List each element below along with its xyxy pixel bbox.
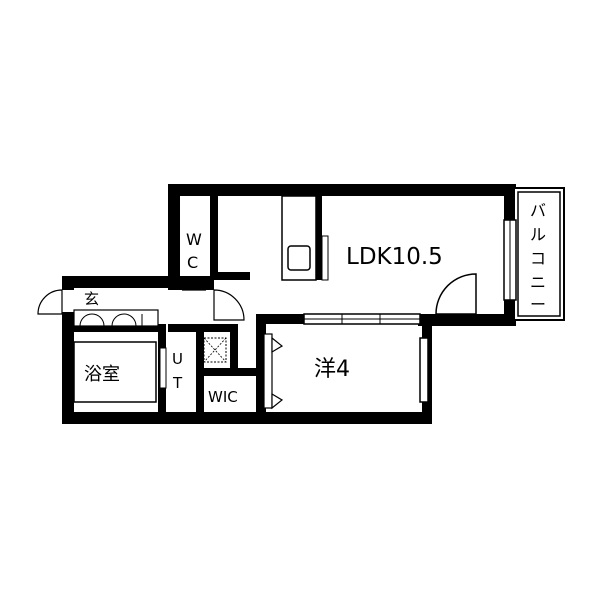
ldk-bedroom-sliding [303, 313, 421, 325]
balcony-char-4: ニ [530, 273, 546, 292]
wall-bottom [62, 412, 432, 424]
ut-door [159, 347, 167, 389]
sink [287, 245, 311, 271]
balcony-char-1: バ [530, 201, 546, 220]
bath-label: 浴室 [84, 364, 120, 385]
hall-door [213, 289, 245, 321]
balcony [503, 187, 565, 321]
bedroom-label: 洋4 [314, 357, 350, 382]
balcony-label: バ ル コ ニ ー [530, 201, 546, 314]
ut-label-top: U [172, 350, 183, 368]
counter-divider [316, 196, 322, 280]
ldk-label: LDK10.5 [346, 244, 443, 270]
wall-ut-wic [196, 332, 204, 372]
wall-entrance-left-a [62, 276, 74, 290]
ut-label-bottom: T [172, 374, 183, 392]
wall-bedroom-top [256, 314, 308, 324]
ldk-door [435, 273, 477, 315]
shoe-cabinet [73, 309, 159, 327]
wall-wc-bottom [180, 286, 214, 290]
bath-room [73, 341, 157, 403]
wall-hall-jamb [230, 324, 238, 368]
wc-label-top: W [186, 230, 202, 249]
wall-hall-ut [168, 324, 232, 332]
bedroom-closet-door [263, 333, 284, 410]
balcony-char-2: ル [530, 225, 546, 244]
wc-label-bottom: C [187, 253, 198, 272]
wall-entrance-top [62, 276, 180, 288]
wall-left-upper [168, 184, 180, 288]
balcony-char-3: コ [530, 249, 546, 268]
washer-pan [203, 337, 227, 363]
wall-ldk-bottom-right [418, 314, 516, 326]
wall-top [168, 184, 516, 196]
wall-wc-right [210, 196, 218, 276]
balcony-char-5: ー [530, 295, 546, 314]
wall-bath-top [62, 326, 166, 332]
wall-entrance-left-b [62, 312, 74, 422]
wall-wic-top [196, 368, 256, 376]
wic-label: WIC [208, 388, 238, 406]
wall-wic-left [196, 368, 204, 412]
wall-hall-right [256, 316, 266, 412]
wc-door [181, 285, 207, 291]
balcony-inner [517, 191, 561, 317]
entrance-label: 玄 [84, 290, 99, 308]
kitchen-counter [281, 195, 329, 281]
wall-wc-stub [210, 272, 250, 280]
bedroom-window [419, 337, 429, 403]
entrance-door [37, 289, 63, 315]
